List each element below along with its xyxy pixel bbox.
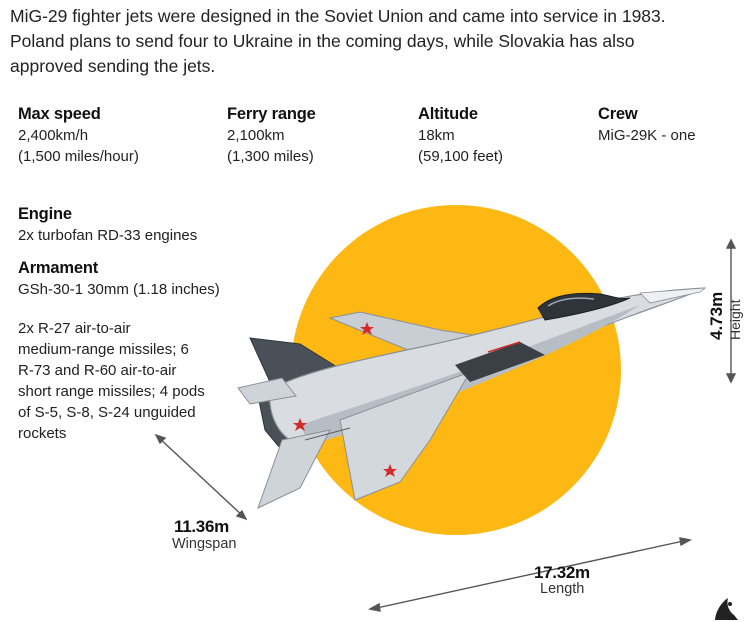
missiles-line-1: 2x R-27 air-to-air (18, 320, 131, 337)
armament-title: Armament (18, 259, 99, 277)
missiles-line-4: short range missiles; 4 pods (18, 383, 205, 400)
max-speed-value: 2,400km/h (18, 127, 89, 144)
spec-crew: Crew MiG-29K - one (598, 103, 696, 146)
wingspan-value: 11.36m (174, 517, 229, 536)
crew-value: MiG-29K - one (598, 127, 696, 144)
height-label: Height (727, 299, 743, 340)
engine-value: 2x turbofan RD-33 engines (18, 227, 198, 244)
crew-title: Crew (598, 105, 638, 123)
max-speed-title: Max speed (18, 105, 101, 123)
spec-engine: Engine 2x turbofan RD-33 engines (18, 203, 197, 246)
altitude-value: 18km (418, 127, 455, 144)
altitude-title: Altitude (418, 105, 478, 123)
height-value: 4.73m (707, 291, 726, 340)
engine-title: Engine (18, 205, 72, 223)
wingspan-dimension-line (154, 433, 248, 521)
mig-29-jet (237, 287, 707, 509)
armament-gun: GSh-30-1 30mm (1.18 inches) (18, 281, 220, 298)
missiles-line-5: of S-5, S-8, S-24 unguided (18, 404, 196, 421)
altitude-imperial: (59,100 feet) (418, 148, 504, 165)
missiles-line-2: medium-range missiles; 6 (18, 341, 189, 358)
missiles-line-3: R-73 and R-60 air-to-air (18, 362, 177, 379)
logo-mark (715, 598, 738, 620)
intro-line-1: MiG-29 fighter jets were designed in the… (10, 6, 666, 26)
ferry-range-imperial: (1,300 miles) (227, 148, 314, 165)
spec-armament: Armament GSh-30-1 30mm (1.18 inches) (18, 257, 220, 300)
intro-text: MiG-29 fighter jets were designed in the… (10, 4, 750, 79)
length-value: 17.32m (534, 563, 590, 582)
wingspan-label: Wingspan (172, 536, 237, 552)
height-label-group: 4.73m Height (707, 280, 749, 340)
ferry-range-value: 2,100km (227, 127, 285, 144)
height-dimension-line (725, 238, 737, 384)
spec-altitude: Altitude 18km (59,100 feet) (418, 103, 503, 167)
spec-ferry-range: Ferry range 2,100km (1,300 miles) (227, 103, 316, 167)
ferry-range-title: Ferry range (227, 105, 316, 123)
length-label: Length (540, 581, 585, 597)
missiles-line-6: rockets (18, 425, 67, 442)
length-dimension-line (367, 537, 693, 612)
max-speed-imperial: (1,500 miles/hour) (18, 148, 139, 165)
armament-missiles: 2x R-27 air-to-air medium-range missiles… (18, 318, 254, 444)
spec-max-speed: Max speed 2,400km/h (1,500 miles/hour) (18, 103, 139, 167)
intro-line-2: Poland plans to send four to Ukraine in … (10, 31, 635, 51)
intro-line-3: approved sending the jets. (10, 56, 216, 76)
